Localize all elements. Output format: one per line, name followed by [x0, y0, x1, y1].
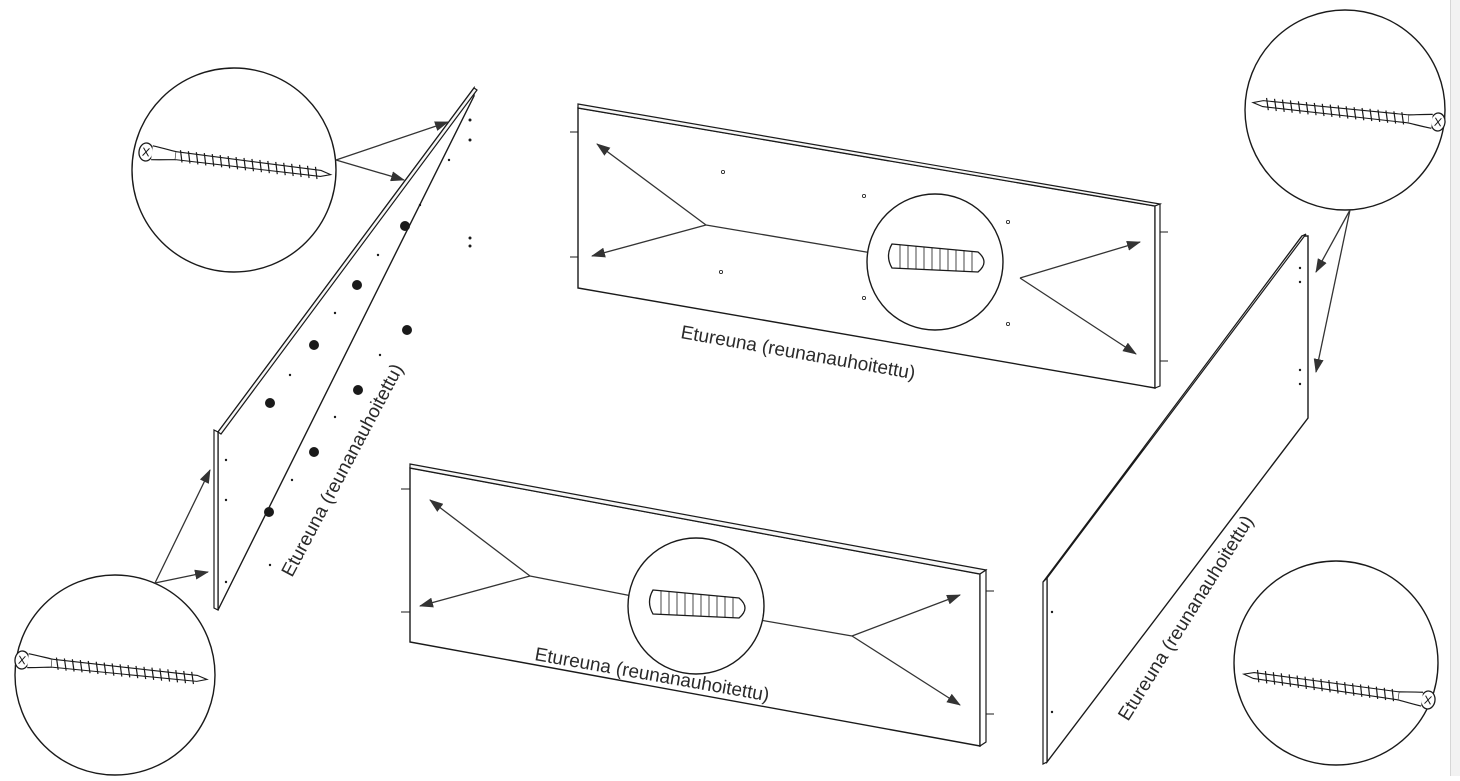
vertical-scrollbar[interactable]: [1450, 0, 1460, 776]
right-side-panel: [1042, 233, 1309, 765]
dowel-detail-back: [866, 193, 1004, 331]
front-panel: [401, 463, 994, 748]
dowel-detail-front: [627, 537, 765, 675]
back-panel: [570, 103, 1168, 389]
screw-detail-top-right: [1244, 9, 1447, 373]
screw-detail-top-left: [131, 67, 449, 273]
screw-detail-bottom-right: [1233, 560, 1439, 766]
back-panel-dowels: [570, 131, 1168, 362]
left-panel-holes: [224, 118, 472, 584]
left-side-panel: [213, 85, 478, 611]
screw-detail-bottom-left: [13, 469, 216, 776]
